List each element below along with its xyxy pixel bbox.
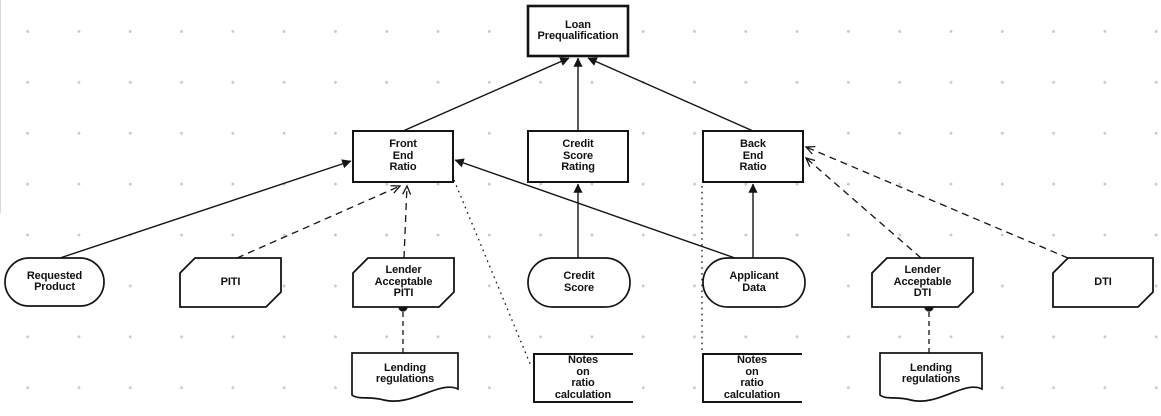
node-lending-regulations-2[interactable] <box>879 352 983 402</box>
node-front-end-ratio[interactable] <box>352 130 454 183</box>
node-credit-score-rating[interactable] <box>527 130 629 183</box>
node-back-end-ratio[interactable] <box>702 130 804 183</box>
edge-dti-to-back-end-ratio[interactable] <box>804 145 1069 259</box>
edge-applicant-data-to-front-end-ratio[interactable] <box>454 158 736 259</box>
edge-front-end-ratio-to-notes-association[interactable] <box>453 179 532 367</box>
node-notes-on-ratio-calculation-1[interactable] <box>533 353 633 403</box>
edge-back-end-ratio-to-loan-prequalification[interactable] <box>587 57 754 132</box>
node-lender-acceptable-piti[interactable] <box>352 257 455 308</box>
edge-requested-product-to-front-end-ratio[interactable] <box>59 159 352 259</box>
node-lending-regulations-1[interactable] <box>351 352 459 402</box>
node-dti[interactable] <box>1052 257 1154 308</box>
node-requested-product[interactable] <box>4 257 105 307</box>
node-applicant-data[interactable] <box>702 257 806 308</box>
canvas-left-edge-line <box>0 0 1 213</box>
edge-piti-to-front-end-ratio[interactable] <box>236 185 402 259</box>
edge-front-end-ratio-to-loan-prequalification[interactable] <box>402 57 570 132</box>
node-piti[interactable] <box>179 257 282 308</box>
edge-lender-acceptable-piti-to-front-end-ratio[interactable] <box>402 184 412 259</box>
node-notes-on-ratio-calculation-2[interactable] <box>702 353 802 403</box>
edge-lender-acceptable-dti-to-back-end-ratio[interactable] <box>804 156 922 259</box>
node-lender-acceptable-dti[interactable] <box>871 257 974 308</box>
node-credit-score[interactable] <box>527 257 631 308</box>
node-loan-prequalification[interactable] <box>526 4 630 58</box>
